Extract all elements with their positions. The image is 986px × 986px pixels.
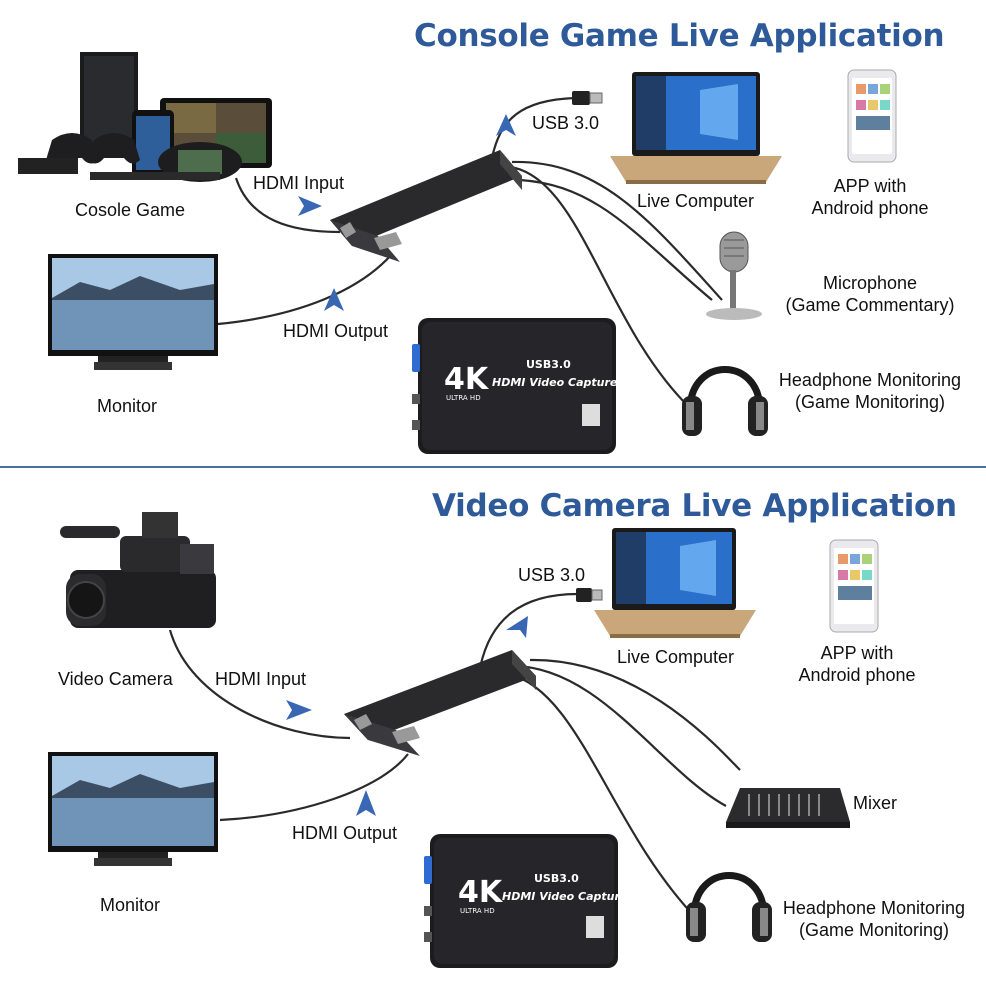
cable-capture-right (519, 178, 713, 301)
console-game-icon (18, 52, 272, 182)
svg-text:USB3.0: USB3.0 (534, 872, 579, 885)
cable-camera-to-capture (168, 629, 351, 740)
video-camera-icon (60, 512, 216, 628)
label-live-computer-b: Live Computer (617, 647, 735, 667)
usb-plug-icon-b (576, 588, 603, 602)
label-hdmi-input-b: HDMI Input (215, 669, 307, 689)
svg-text:ULTRA HD: ULTRA HD (446, 394, 481, 402)
laptop-icon-b (594, 528, 756, 638)
cables (217, 96, 723, 409)
cable-capture-right-b (529, 658, 741, 771)
label-usb: USB 3.0 (532, 113, 600, 133)
microphone-icon (706, 231, 762, 320)
label-hdmi-output-b: HDMI Output (292, 823, 398, 843)
headphones-icon-b (686, 872, 772, 942)
device-badge-top: 4K (444, 362, 490, 397)
cable-monitor-to-capture (217, 253, 393, 326)
capture-device-top-b (344, 650, 536, 756)
label-app-line2: Android phone (811, 198, 929, 218)
console-game-title: Console Game Live Application (414, 18, 945, 54)
laptop-icon (610, 72, 782, 184)
arrow-usb-b-icon (506, 616, 528, 638)
label-headphone-line1: Headphone Monitoring (778, 370, 962, 390)
capture-device-front: 4K ULTRA HD USB3.0 HDMI Video Capture (412, 318, 618, 454)
capture-device-front-b: 4K ULTRA HD USB3.0 HDMI Video Capture (424, 834, 628, 968)
mixer-icon (726, 788, 850, 828)
monitor-icon (48, 254, 218, 370)
arrows-bottom (286, 616, 528, 816)
monitor-icon-b (48, 752, 218, 866)
cable-console-to-capture (234, 177, 341, 234)
arrows (298, 114, 516, 311)
label-headphone-line2: (Game Monitoring) (794, 392, 946, 412)
svg-text:HDMI Video Capture: HDMI Video Capture (502, 890, 628, 903)
video-camera-title: Video Camera Live Application (432, 488, 957, 524)
headphones-icon (682, 366, 768, 436)
label-app-line2-b: Android phone (798, 665, 916, 685)
svg-text:HDMI Video Capture: HDMI Video Capture (492, 376, 618, 389)
cables-bottom (168, 592, 741, 921)
label-hdmi-input: HDMI Input (253, 173, 345, 193)
phone-icon (847, 69, 897, 163)
camera-diagram: 4K ULTRA HD USB3.0 HDMI Video Capture (48, 512, 879, 968)
cable-usb (490, 96, 576, 159)
label-mic-line2: (Game Commentary) (785, 295, 955, 315)
console-game-panel: Console Game Live Application (0, 0, 986, 466)
usb-plug-icon (572, 91, 603, 105)
arrow-hdmi-output-b-icon (356, 790, 376, 816)
svg-text:ULTRA HD: ULTRA HD (460, 907, 495, 915)
label-video-camera: Video Camera (58, 669, 173, 689)
label-mixer: Mixer (853, 793, 897, 813)
svg-text:USB3.0: USB3.0 (526, 358, 571, 371)
video-camera-panel: Video Camera Live Application (0, 470, 986, 986)
label-monitor: Monitor (97, 396, 158, 416)
label-hdmi-output: HDMI Output (283, 321, 389, 341)
console-diagram: 4K ULTRA HD USB3.0 HDMI Video Capture (18, 52, 897, 454)
arrow-usb-icon (496, 114, 516, 136)
arrow-hdmi-output-icon (324, 288, 344, 311)
label-app-line1: APP with (833, 176, 907, 196)
label-console-game: Cosole Game (75, 200, 186, 220)
arrow-hdmi-input-b-icon (286, 700, 312, 720)
cable-mixer (511, 664, 727, 807)
label-app-line1-b: APP with (820, 643, 894, 663)
capture-device-top (330, 150, 522, 262)
label-live-computer: Live Computer (637, 191, 755, 211)
cable-headphone (499, 164, 691, 409)
arrow-hdmi-input-icon (298, 196, 322, 216)
label-monitor-b: Monitor (100, 895, 161, 915)
label-headphone-line2-b: (Game Monitoring) (798, 920, 950, 940)
cable-usb-b (478, 592, 579, 669)
section-divider (0, 466, 986, 468)
label-mic-line1: Microphone (822, 273, 918, 293)
label-headphone-line1-b: Headphone Monitoring (782, 898, 966, 918)
phone-icon-b (829, 539, 879, 633)
cable-monitor-to-capture-b (219, 753, 409, 822)
device-badge-bottom: 4K (458, 875, 504, 910)
label-usb-b: USB 3.0 (518, 565, 586, 585)
cable-microphone (511, 160, 723, 301)
